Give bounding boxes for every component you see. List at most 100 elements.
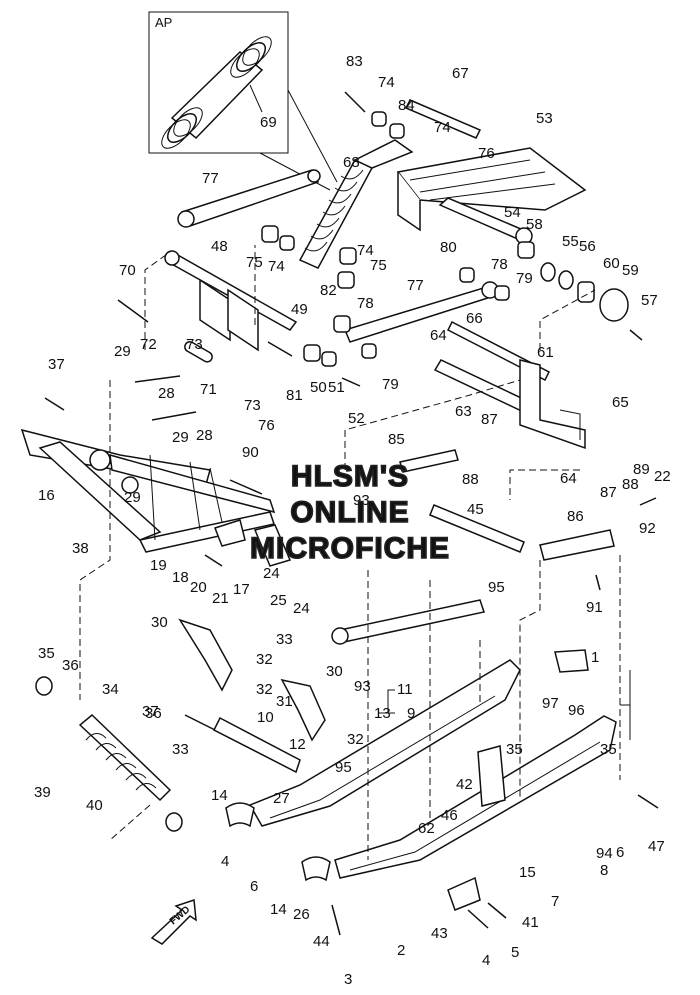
bracket-61 — [519, 359, 586, 450]
part-callout-32: 32 — [256, 651, 273, 668]
part-callout-70: 70 — [119, 262, 136, 279]
part-callout-5: 5 — [511, 944, 519, 961]
part-callout-57: 57 — [641, 292, 658, 309]
part-callout-32: 32 — [347, 731, 364, 748]
front-shock-34 — [35, 676, 183, 832]
part-callout-37: 37 — [48, 356, 65, 373]
part-callout-1: 1 — [591, 649, 599, 666]
part-callout-91: 91 — [586, 599, 603, 616]
part-callout-85: 85 — [388, 431, 405, 448]
strap-28-lower — [151, 411, 197, 421]
part-callout-35: 35 — [506, 741, 523, 758]
part-callout-15: 15 — [519, 864, 536, 881]
part-callout-59: 59 — [622, 262, 639, 279]
part-callout-43: 43 — [431, 925, 448, 942]
part-callout-30: 30 — [151, 614, 168, 631]
shaft-67 — [404, 99, 482, 139]
part-callout-14: 14 — [270, 901, 287, 918]
part-callout-75: 75 — [246, 254, 263, 271]
block-12 — [477, 745, 506, 807]
bellows-boot — [161, 36, 272, 149]
part-callout-65: 65 — [612, 394, 629, 411]
part-callout-93: 93 — [353, 492, 370, 509]
part-callout-16: 16 — [38, 487, 55, 504]
part-callout-89: 89 — [633, 461, 650, 478]
arm-40 — [212, 716, 301, 774]
part-callout-62: 62 — [418, 820, 435, 837]
part-callout-24: 24 — [293, 600, 310, 617]
part-callout-77: 77 — [202, 170, 219, 187]
part-callout-25: 25 — [270, 592, 287, 609]
part-callout-10: 10 — [257, 709, 274, 726]
part-callout-50: 50 — [310, 379, 327, 396]
part-callout-29: 29 — [124, 489, 141, 506]
part-callout-88: 88 — [622, 476, 639, 493]
part-callout-95: 95 — [335, 759, 352, 776]
part-callout-45: 45 — [467, 501, 484, 518]
part-callout-51: 51 — [328, 379, 345, 396]
part-callout-38: 38 — [72, 540, 89, 557]
part-callout-41: 41 — [522, 914, 539, 931]
bracket-30-right — [280, 678, 326, 742]
part-callout-79: 79 — [516, 270, 533, 287]
part-callout-32: 32 — [256, 681, 273, 698]
part-callout-82: 82 — [320, 282, 337, 299]
part-callout-17: 17 — [233, 581, 250, 598]
part-callout-6: 6 — [616, 844, 624, 861]
part-callout-76: 76 — [478, 145, 495, 162]
part-callout-9: 9 — [407, 705, 415, 722]
part-callout-4: 4 — [482, 952, 490, 969]
part-callout-55: 55 — [562, 233, 579, 250]
part-callout-46: 46 — [441, 807, 458, 824]
shaft-86 — [539, 529, 615, 561]
part-callout-21: 21 — [212, 590, 229, 607]
part-callout-37: 37 — [142, 703, 159, 720]
part-callout-68: 68 — [343, 154, 360, 171]
part-callout-13: 13 — [374, 705, 391, 722]
part-callout-29: 29 — [114, 343, 131, 360]
part-callout-83: 83 — [346, 53, 363, 70]
part-callout-7: 7 — [551, 893, 559, 910]
part-callout-14: 14 — [211, 787, 228, 804]
part-callout-76: 76 — [258, 417, 275, 434]
part-callout-93: 93 — [354, 678, 371, 695]
part-callout-2: 2 — [397, 942, 405, 959]
part-callout-49: 49 — [291, 301, 308, 318]
part-callout-73: 73 — [244, 397, 261, 414]
part-callout-71: 71 — [200, 381, 217, 398]
part-callout-26: 26 — [293, 906, 310, 923]
part-callout-44: 44 — [313, 933, 330, 950]
cap-6-right — [301, 856, 331, 882]
part-callout-22: 22 — [654, 468, 671, 485]
part-callout-84: 84 — [398, 97, 415, 114]
part-callout-74: 74 — [268, 258, 285, 275]
part-callout-6: 6 — [250, 878, 258, 895]
part-callout-79: 79 — [382, 376, 399, 393]
part-callout-53: 53 — [536, 110, 553, 127]
part-callout-42: 42 — [456, 776, 473, 793]
part-callout-58: 58 — [526, 216, 543, 233]
part-callout-92: 92 — [639, 520, 656, 537]
part-callout-47: 47 — [648, 838, 665, 855]
part-callout-64: 64 — [430, 327, 447, 344]
part-callout-4: 4 — [221, 853, 229, 870]
part-callout-40: 40 — [86, 797, 103, 814]
bracket-2 — [554, 649, 589, 673]
part-callout-30: 30 — [326, 663, 343, 680]
part-callout-86: 86 — [567, 508, 584, 525]
part-callout-54: 54 — [504, 204, 521, 221]
part-callout-63: 63 — [455, 403, 472, 420]
rear-shock-spring — [298, 139, 414, 269]
part-callout-24: 24 — [263, 565, 280, 582]
watermark-line-3: MICROFICHE — [250, 532, 450, 565]
part-callout-12: 12 — [289, 736, 306, 753]
dashed-leaders — [79, 245, 621, 860]
inset-label: AP — [155, 15, 172, 30]
cap-6-left — [225, 802, 255, 828]
part-callout-31: 31 — [276, 693, 293, 710]
part-callout-74: 74 — [378, 74, 395, 91]
part-callout-56: 56 — [579, 238, 596, 255]
part-callout-27: 27 — [273, 790, 290, 807]
part-callout-11: 11 — [397, 681, 413, 698]
